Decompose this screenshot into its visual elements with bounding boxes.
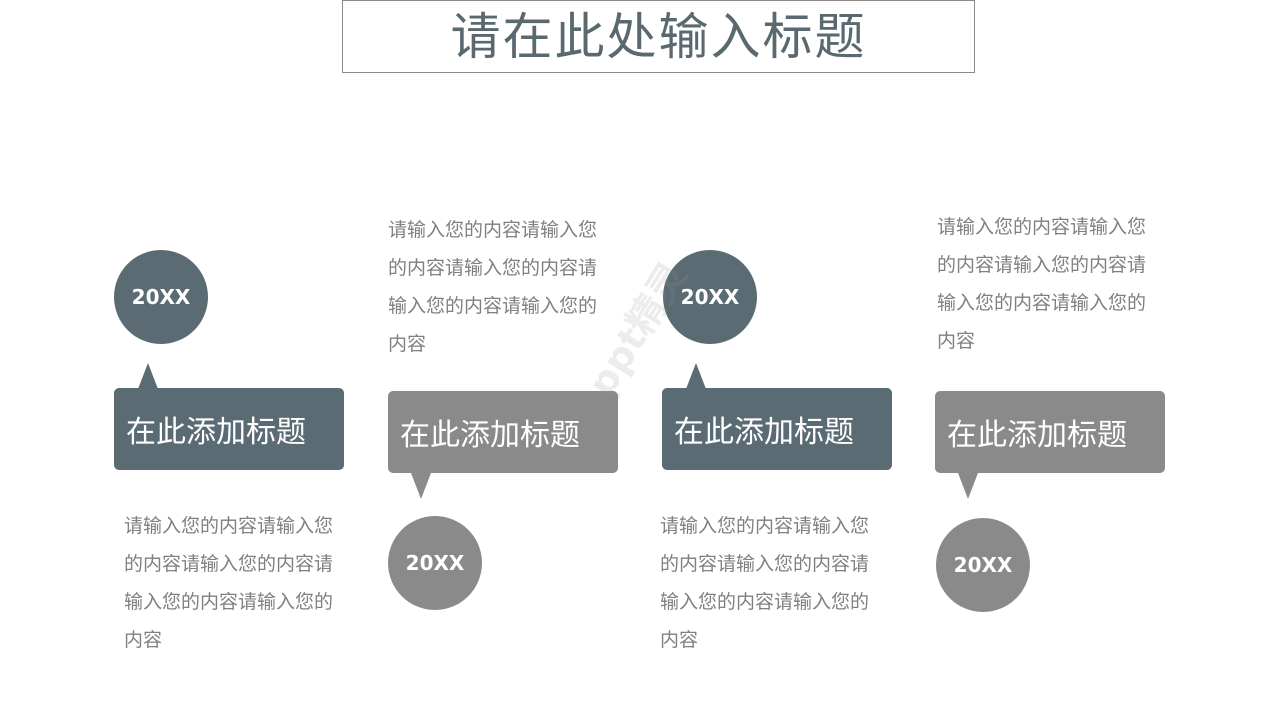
heading-box-3[interactable]: 在此添加标题	[662, 388, 892, 470]
year-label-4: 20XX	[953, 553, 1013, 577]
year-circle-4: 20XX	[936, 518, 1030, 612]
heading-box-1[interactable]: 在此添加标题	[114, 388, 344, 470]
content-text-1: 请输入您的内容请输入您的内容请输入您的内容请输入您的内容请输入您的内容	[124, 515, 334, 651]
pointer-up-3	[686, 363, 706, 389]
pointer-down-2	[411, 473, 431, 499]
heading-box-2[interactable]: 在此添加标题	[388, 391, 618, 473]
heading-text-1: 在此添加标题	[126, 415, 306, 450]
pointer-up-1	[138, 363, 158, 389]
title-box[interactable]: 请在此处输入标题	[342, 0, 975, 73]
pointer-down-4	[958, 473, 978, 499]
year-circle-1: 20XX	[114, 250, 208, 344]
year-label-2: 20XX	[405, 551, 465, 575]
heading-box-4[interactable]: 在此添加标题	[935, 391, 1165, 473]
year-circle-2: 20XX	[388, 516, 482, 610]
heading-text-4: 在此添加标题	[947, 418, 1127, 453]
heading-text-3: 在此添加标题	[674, 415, 854, 450]
year-label-1: 20XX	[131, 285, 191, 309]
year-circle-3: 20XX	[663, 250, 757, 344]
year-label-3: 20XX	[680, 285, 740, 309]
slide-title: 请在此处输入标题	[450, 7, 867, 66]
content-text-2: 请输入您的内容请输入您的内容请输入您的内容请输入您的内容请输入您的内容	[388, 219, 598, 355]
heading-text-2: 在此添加标题	[400, 418, 580, 453]
content-text-3: 请输入您的内容请输入您的内容请输入您的内容请输入您的内容请输入您的内容	[660, 515, 870, 651]
content-text-4: 请输入您的内容请输入您的内容请输入您的内容请输入您的内容请输入您的内容	[937, 216, 1147, 352]
